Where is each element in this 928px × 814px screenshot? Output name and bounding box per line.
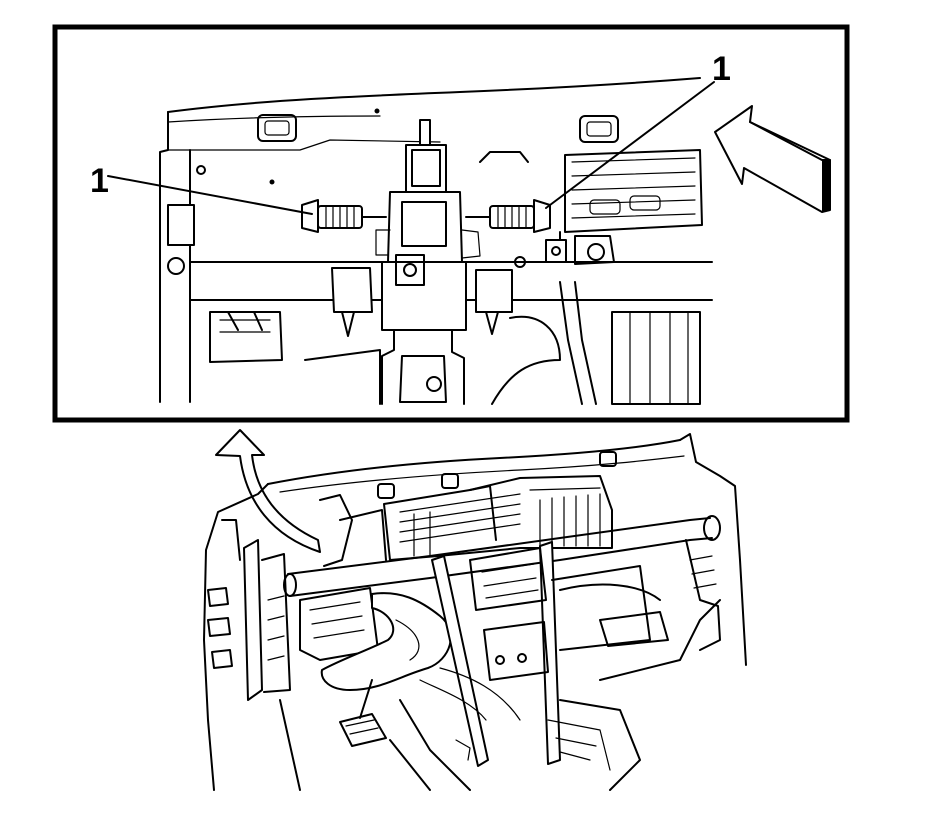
- brake-pedal: [339, 679, 387, 747]
- callout-label-left: 1: [90, 162, 109, 200]
- leader-line-right: [545, 81, 715, 209]
- fastener-left: [301, 199, 387, 233]
- curved-detail-arrow: [215, 429, 321, 553]
- lower-right-harness: [547, 539, 721, 791]
- leader-line-left: [107, 175, 313, 215]
- callout-label-right: 1: [712, 50, 731, 88]
- main-view-dash-assembly: [203, 433, 747, 791]
- dash-slot-right: [579, 115, 619, 143]
- column-lower-bracket: [209, 311, 465, 405]
- main-cross-car-beam: [283, 515, 721, 597]
- main-steering-column: [299, 494, 452, 691]
- dash-top-edge: [167, 77, 701, 113]
- lower-right-panels: [491, 281, 701, 405]
- detail-view: 1 1: [52, 24, 850, 423]
- fastener-right: [465, 199, 551, 233]
- left-side-bracket: [207, 539, 291, 701]
- center-support-bracket: [431, 541, 669, 767]
- steering-column: [375, 119, 481, 263]
- dash-slot-left: [257, 114, 297, 142]
- hvac-vent-detail: [545, 149, 703, 265]
- cross-car-beam: [167, 204, 713, 337]
